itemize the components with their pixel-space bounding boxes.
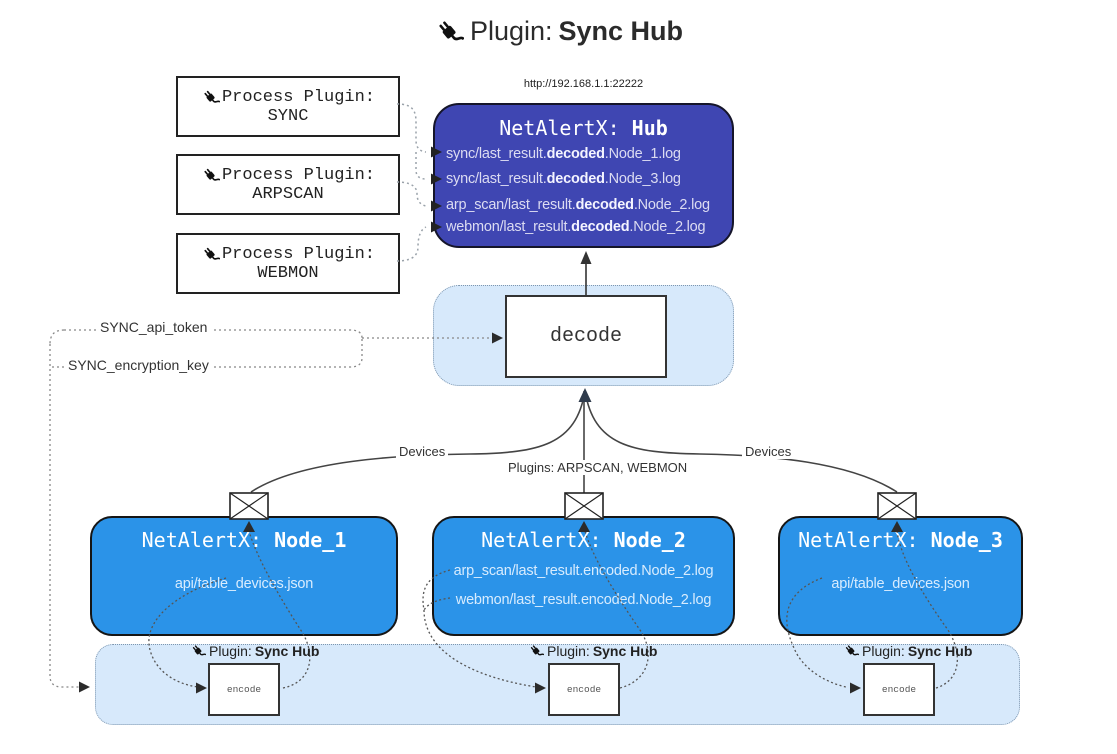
edge-label-devices-right: Devices (742, 444, 795, 459)
plug-icon (192, 645, 206, 656)
plug-icon (439, 20, 464, 40)
node-file-line: arp_scan/last_result.encoded.Node_2.log (453, 563, 714, 579)
plug-icon (530, 645, 544, 656)
edge-hub-node3 (584, 390, 898, 493)
node-file-line: webmon/last_result.encoded.Node_2.log (455, 592, 712, 608)
hub-log-line: sync/last_result.decoded.Node_1.log (446, 146, 681, 162)
process-plugin-name: WEBMON (257, 263, 319, 283)
edge-tree (250, 390, 898, 493)
node-title: NetAlertX: Node_2 (481, 528, 686, 552)
hub-url: http://192.168.1.1:22222 (523, 78, 644, 90)
node-1-box: NetAlertX: Node_1 api/table_devices.json (90, 516, 398, 636)
process-plugin-name: ARPSCAN (252, 184, 324, 204)
process-plugin-name: SYNC (267, 106, 309, 126)
node-2-box: NetAlertX: Node_2 arp_scan/last_result.e… (432, 516, 735, 636)
connector-arpscan-to-hub (396, 181, 427, 207)
process-plugin-label: Process Plugin: (221, 87, 376, 107)
plug-icon (204, 168, 220, 181)
page-title-name: Sync Hub (558, 16, 684, 46)
arrow-into-bar (79, 681, 90, 693)
encoder-plugin-label: Plugin:Sync Hub (190, 643, 319, 659)
page-title: Plugin: Sync Hub (0, 16, 1117, 47)
process-plugin-sync: Process Plugin: SYNC (176, 76, 400, 137)
sync-encryption-key-label: SYNC_encryption_key (64, 357, 213, 373)
hub-log-line: webmon/last_result.decoded.Node_2.log (446, 219, 706, 235)
hub-log-line: sync/last_result.decoded.Node_3.log (446, 171, 681, 187)
process-plugin-webmon: Process Plugin: WEBMON (176, 233, 400, 294)
plug-icon (845, 645, 859, 656)
edge-label-plugins: Plugins: ARPSCAN, WEBMON (505, 460, 691, 475)
hub-title-name: Hub (631, 116, 668, 140)
arrow-tree-to-decode (578, 388, 592, 402)
node-file-line: api/table_devices.json (831, 576, 970, 592)
encoder-plugin-label: Plugin:Sync Hub (528, 643, 657, 659)
process-plugin-label: Process Plugin: (221, 244, 376, 264)
plug-icon (204, 247, 220, 260)
hub-box: NetAlertX: Hub sync/last_result.decoded.… (433, 103, 734, 248)
page-title-prefix: Plugin: (469, 16, 553, 46)
node-title: NetAlertX: Node_1 (141, 528, 347, 552)
plug-icon (204, 90, 220, 103)
process-plugin-arpscan: Process Plugin: ARPSCAN (176, 154, 400, 215)
connector-sync-to-hub (396, 103, 427, 180)
decode-box: decode (505, 295, 667, 378)
sync-api-token-label: SYNC_api_token (96, 319, 212, 335)
encode-box-3: encode (863, 663, 935, 716)
encode-box-2: encode (548, 663, 620, 716)
encode-box-1: encode (208, 663, 280, 716)
node-title: NetAlertX: Node_3 (798, 528, 1003, 552)
process-plugin-label: Process Plugin: (221, 165, 376, 185)
edge-hub-node1 (250, 390, 586, 493)
connector-webmon-to-hub (396, 226, 427, 262)
hub-title: NetAlertX: Hub (435, 116, 732, 140)
encoder-plugin-label: Plugin:Sync Hub (843, 643, 972, 659)
node-file-line: api/table_devices.json (174, 576, 314, 592)
hub-log-line: arp_scan/last_result.decoded.Node_2.log (446, 197, 710, 213)
edge-label-devices-left: Devices (396, 444, 449, 459)
hub-title-prefix: NetAlertX: (499, 116, 620, 140)
node-3-box: NetAlertX: Node_3 api/table_devices.json (778, 516, 1023, 636)
